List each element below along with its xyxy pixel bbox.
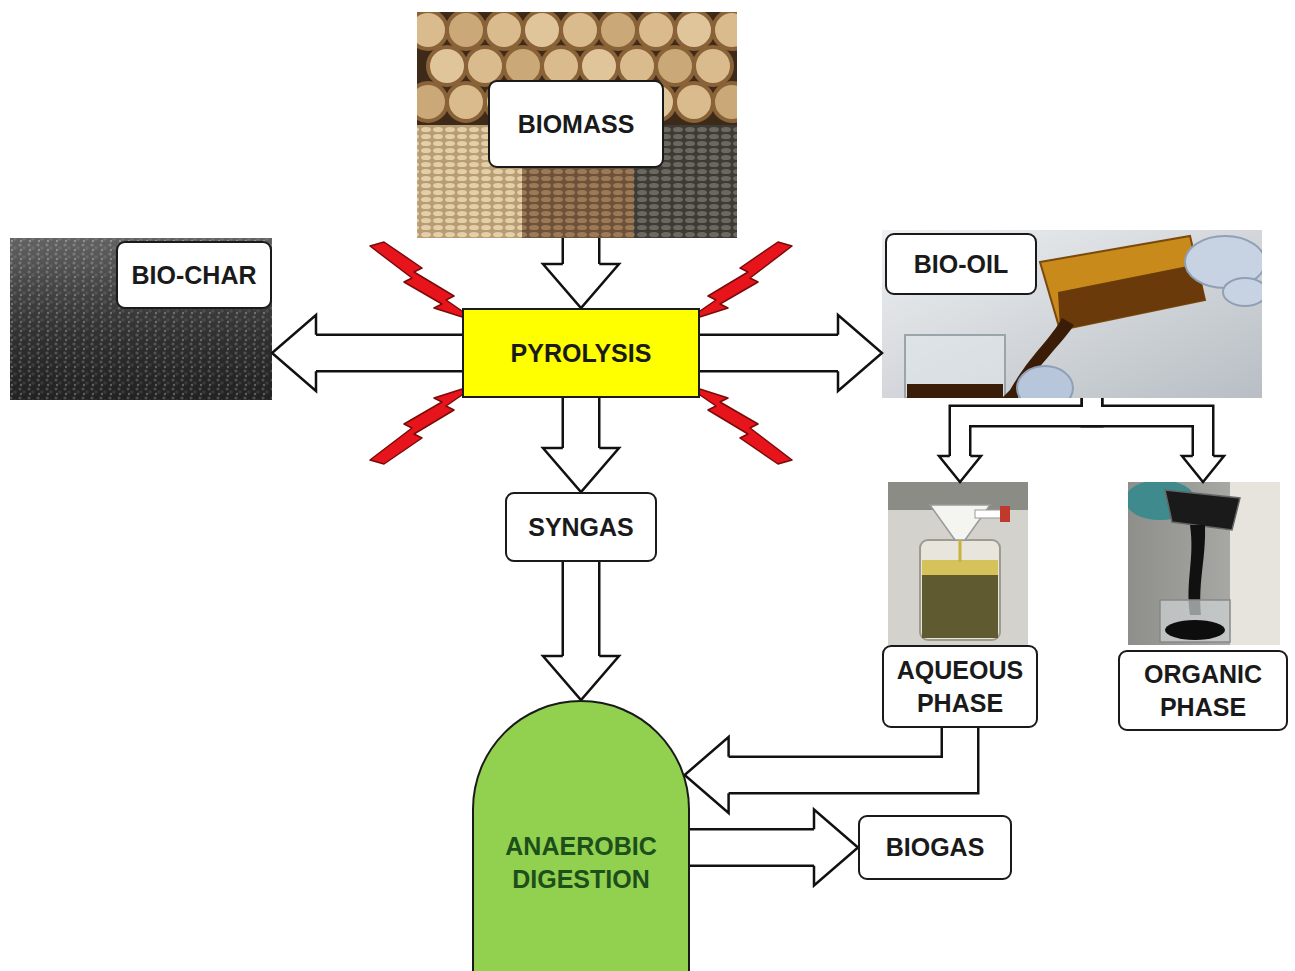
arrow-body <box>960 398 1092 458</box>
biomass-photo-part-part <box>656 47 694 85</box>
arrow-outline <box>562 398 601 450</box>
biooil-photo-part <box>907 384 1003 398</box>
arrow-body <box>314 336 462 370</box>
label-box: ORGANIC PHASE <box>1118 650 1288 731</box>
biomass-photo-part-part <box>417 83 447 121</box>
arrow-head <box>685 737 729 813</box>
aqueous-photo-part <box>888 482 1028 645</box>
aqueous-node: AQUEOUS PHASE <box>882 482 1038 728</box>
organic-photo-part <box>1165 620 1225 640</box>
aqueous-photo-part <box>922 575 998 638</box>
biooil-node: BIO-OIL <box>882 230 1262 398</box>
node-label: ORGANIC PHASE <box>1128 658 1278 723</box>
arrow-body <box>690 831 816 865</box>
node-label: SYNGAS <box>515 511 647 544</box>
arrow-head <box>543 448 619 492</box>
arrow-outline <box>562 562 601 658</box>
organic-photo-part <box>1160 600 1230 642</box>
biomass-node: BIOMASS <box>417 12 737 238</box>
label-box: BIO-CHAR <box>116 241 272 309</box>
arrow-body <box>564 238 598 266</box>
arrow-body <box>1092 398 1203 458</box>
biomass-photo-part-part <box>561 12 599 49</box>
arrow-body <box>564 562 598 658</box>
biomass-photo-part-part <box>637 12 675 49</box>
label-box: BIOMASS <box>488 80 664 168</box>
biochar-photo-part <box>10 238 272 400</box>
arrow-body <box>727 728 960 775</box>
arrow-outline <box>314 334 462 373</box>
arrow-head <box>543 264 619 308</box>
arrow-outline <box>960 398 1092 458</box>
biooil-photo <box>882 230 1262 398</box>
biomass-photo-part-part <box>523 12 561 49</box>
biomass-photo-part-part <box>485 12 523 49</box>
biomass-photo-part-part <box>428 47 466 85</box>
biomass-photo-part-part <box>675 12 713 49</box>
connector-layer <box>272 264 1224 886</box>
organic-node: ORGANIC PHASE <box>1118 482 1288 733</box>
aqueous-photo-part <box>1000 506 1010 522</box>
aqueous-photo-part <box>922 560 998 575</box>
biomass-photo-part-part <box>447 83 485 121</box>
node-label: PYROLYSIS <box>472 337 690 370</box>
connector-layer <box>314 238 1203 848</box>
biomass-photo-part-part <box>713 12 737 49</box>
product-box: SYNGAS <box>505 492 657 562</box>
product-box: BIOGAS <box>858 815 1012 880</box>
arrow-outline <box>700 334 840 373</box>
biooil-photo-part <box>905 335 1005 398</box>
arrow-head <box>272 315 316 391</box>
biochar-photo <box>10 238 272 400</box>
node-label: AQUEOUS PHASE <box>892 654 1028 719</box>
organic-photo <box>1128 482 1280 645</box>
biomass-photo-part-part <box>599 12 637 49</box>
organic-photo-part <box>1165 490 1240 530</box>
biooil-photo-part <box>1223 278 1262 306</box>
arrow-body <box>564 398 598 450</box>
arrow-outline <box>690 828 816 867</box>
biomass-photo-part-part <box>675 83 713 121</box>
node-label: BIOMASS <box>498 108 654 141</box>
lightning-bolts-part <box>684 384 792 464</box>
biooil-photo-part <box>1058 264 1205 330</box>
arrow-outline <box>562 238 601 266</box>
aqueous-photo <box>888 482 1028 645</box>
arrow-head <box>543 656 619 700</box>
biooil-photo-part <box>1040 236 1205 330</box>
biomass-photo-part-part <box>713 83 737 121</box>
arrow-outline <box>727 728 960 775</box>
arrow-head <box>939 456 981 482</box>
lightning-bolts-part <box>684 242 792 322</box>
biochar-node: BIO-CHAR <box>10 238 272 400</box>
arrow-head <box>1182 456 1224 482</box>
biomass-photo-part-part <box>417 12 447 49</box>
node-label: BIO-CHAR <box>126 259 262 292</box>
label-box: BIO-OIL <box>885 233 1037 295</box>
biomass-photo <box>417 12 737 238</box>
biooil-photo-part <box>1017 366 1073 398</box>
biomass-photo-part-part <box>694 47 732 85</box>
biochar-photo-part <box>10 238 272 400</box>
arrow-head <box>814 810 858 886</box>
arrow-outline <box>1092 398 1203 458</box>
label-box: AQUEOUS PHASE <box>882 645 1038 728</box>
aqueous-photo-part <box>920 540 1000 640</box>
digester-dome: ANAEROBIC DIGESTION <box>472 700 690 971</box>
connector-layer <box>314 238 1203 848</box>
node-label: ANAEROBIC DIGESTION <box>486 830 676 895</box>
arrow-body <box>700 336 840 370</box>
biomass-photo-part-part <box>447 12 485 49</box>
arrow-head <box>838 315 882 391</box>
node-label: BIO-OIL <box>895 248 1027 281</box>
aqueous-photo-part <box>959 540 962 562</box>
process-box: PYROLYSIS <box>462 308 700 398</box>
node-label: BIOGAS <box>868 831 1002 864</box>
